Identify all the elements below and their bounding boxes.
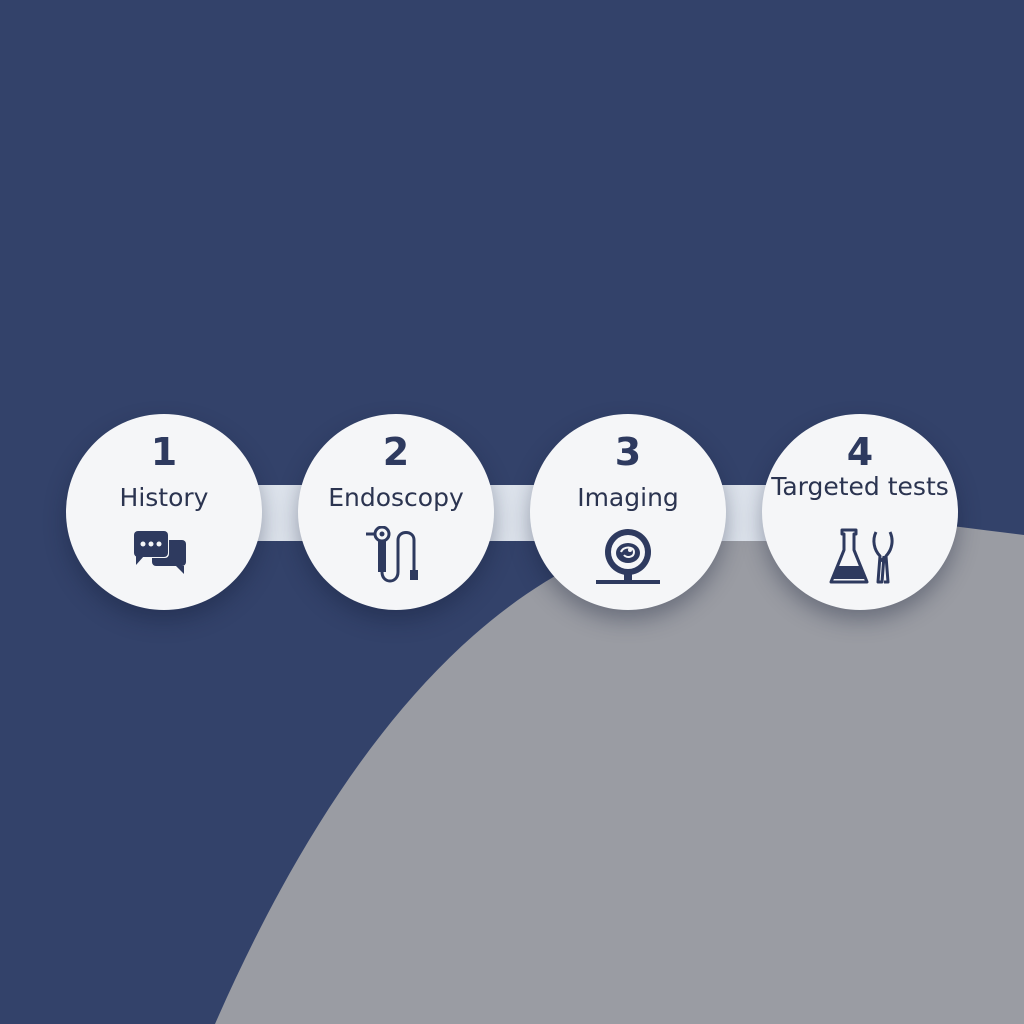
step-label: Endoscopy (328, 483, 464, 512)
chat-bubbles-icon (124, 526, 204, 590)
step-targeted-tests: 4 Targeted tests (762, 414, 958, 610)
step-number: 1 (150, 430, 178, 474)
step-endoscopy: 2 Endoscopy (298, 414, 494, 610)
step-number: 2 (382, 430, 410, 474)
step-label: Targeted tests (771, 472, 949, 501)
step-history: 1 History (66, 414, 262, 610)
scanner-icon (588, 526, 668, 590)
endoscope-icon (356, 526, 436, 590)
step-label: Imaging (577, 483, 679, 512)
step-imaging: 3 Imaging (530, 414, 726, 610)
step-number: 3 (614, 430, 642, 474)
flask-forceps-icon (820, 526, 900, 590)
step-number: 4 (846, 430, 874, 474)
step-label: History (119, 483, 209, 512)
